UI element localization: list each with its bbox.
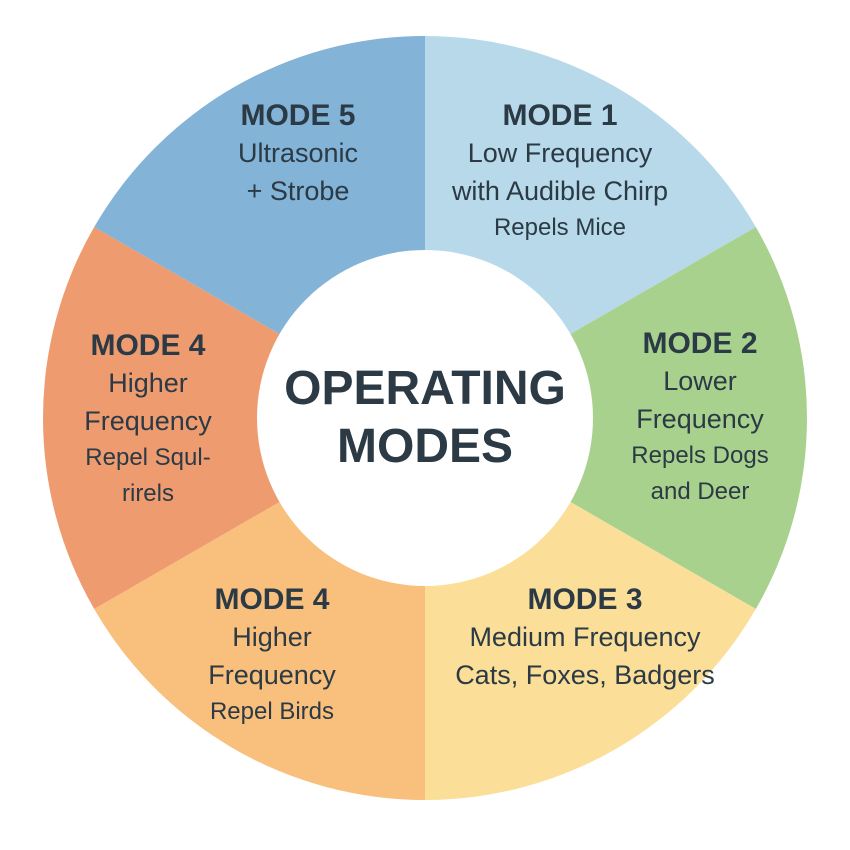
mode-title: MODE 4 xyxy=(90,329,206,362)
wheel-segment xyxy=(425,227,807,609)
mode-5-label: MODE 5 Ultrasonic + Strobe xyxy=(238,98,358,210)
mode-desc: Frequency xyxy=(636,404,764,434)
mode-title: MODE 5 xyxy=(240,99,356,132)
center-title: OPERATING MODES xyxy=(284,360,566,476)
mode-desc: Frequency xyxy=(84,406,212,436)
mode-desc: + Strobe xyxy=(246,176,350,206)
mode-2-label: MODE 2 Lower Frequency Repels Dogs and D… xyxy=(631,326,768,510)
mode-desc: Lower xyxy=(663,366,737,396)
mode-desc: Repels Dogs xyxy=(631,442,769,469)
mode-desc: Low Frequency xyxy=(467,138,653,168)
mode-desc: Frequency xyxy=(208,660,336,690)
mode-desc: Cats, Foxes, Badgers xyxy=(455,660,715,690)
mode-title: MODE 1 xyxy=(502,99,618,132)
mode-desc: Medium Frequency xyxy=(469,622,701,652)
mode-desc: Higher xyxy=(108,368,188,398)
mode-1-label: MODE 1 Low Frequency with Audible Chirp … xyxy=(452,98,668,246)
mode-desc: and Deer xyxy=(650,478,750,505)
mode-desc: Repel Squl- xyxy=(85,444,211,471)
title-line-1: OPERATING xyxy=(284,362,566,415)
mode-title: MODE 3 xyxy=(527,583,643,616)
center-circle xyxy=(257,250,593,586)
mode-3-label: MODE 3 Medium Frequency Cats, Foxes, Bad… xyxy=(455,582,715,694)
mode-desc: Higher xyxy=(232,622,312,652)
title-line-2: MODES xyxy=(336,420,514,473)
mode-4-left-label: MODE 4 Higher Frequency Repel Squl- rire… xyxy=(84,328,212,512)
mode-4-bottom-label: MODE 4 Higher Frequency Repel Birds xyxy=(208,582,336,730)
mode-desc: Repels Mice xyxy=(493,214,627,241)
mode-desc: rirels xyxy=(121,480,174,507)
mode-desc: with Audible Chirp xyxy=(451,176,669,206)
mode-title: MODE 4 xyxy=(214,583,330,616)
mode-desc: Repel Birds xyxy=(209,698,335,725)
mode-title: MODE 2 xyxy=(642,327,758,360)
mode-desc: Ultrasonic xyxy=(237,138,359,168)
wheel-segment xyxy=(42,227,425,609)
